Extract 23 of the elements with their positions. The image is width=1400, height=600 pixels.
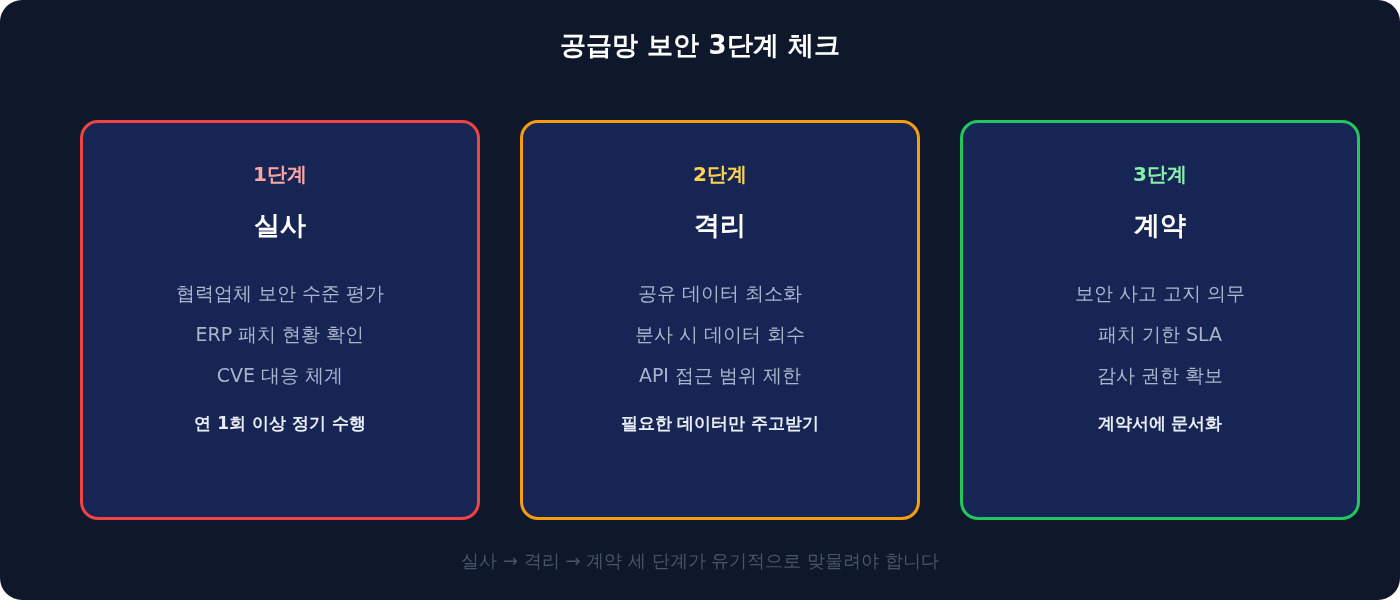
- step-note: 연 1회 이상 정기 수행: [194, 412, 366, 435]
- step-title: 실사: [254, 209, 306, 242]
- step-note: 필요한 데이터만 주고받기: [620, 412, 820, 435]
- check-item: 패치 기한 SLA: [1097, 322, 1223, 347]
- step-title: 계약: [1134, 209, 1186, 242]
- check-item: API 접근 범위 제한: [638, 363, 802, 388]
- caption: 실사 → 격리 → 계약 세 단계가 유기적으로 맞물려야 합니다: [460, 549, 940, 573]
- step-note: 계약서에 문서화: [1097, 412, 1223, 435]
- step-card: [960, 120, 1360, 520]
- check-item: ERP 패치 현황 확인: [195, 322, 365, 347]
- check-item: 감사 권한 확보: [1096, 363, 1224, 388]
- diagram-title: 공급망 보안 3단계 체크: [559, 29, 841, 62]
- step-title: 격리: [694, 209, 746, 242]
- check-item: 공유 데이터 최소화: [637, 281, 803, 306]
- check-item: 보안 사고 고지 의무: [1074, 281, 1246, 306]
- check-item: 협력업체 보안 수준 평가: [175, 281, 385, 306]
- step-label: 1단계: [253, 161, 307, 188]
- step-label: 2단계: [693, 161, 747, 188]
- step-label: 3단계: [1133, 161, 1187, 188]
- step-card: [80, 120, 480, 520]
- step-card: [520, 120, 920, 520]
- check-item: 분사 시 데이터 회수: [634, 322, 806, 347]
- check-item: CVE 대응 체계: [216, 363, 344, 388]
